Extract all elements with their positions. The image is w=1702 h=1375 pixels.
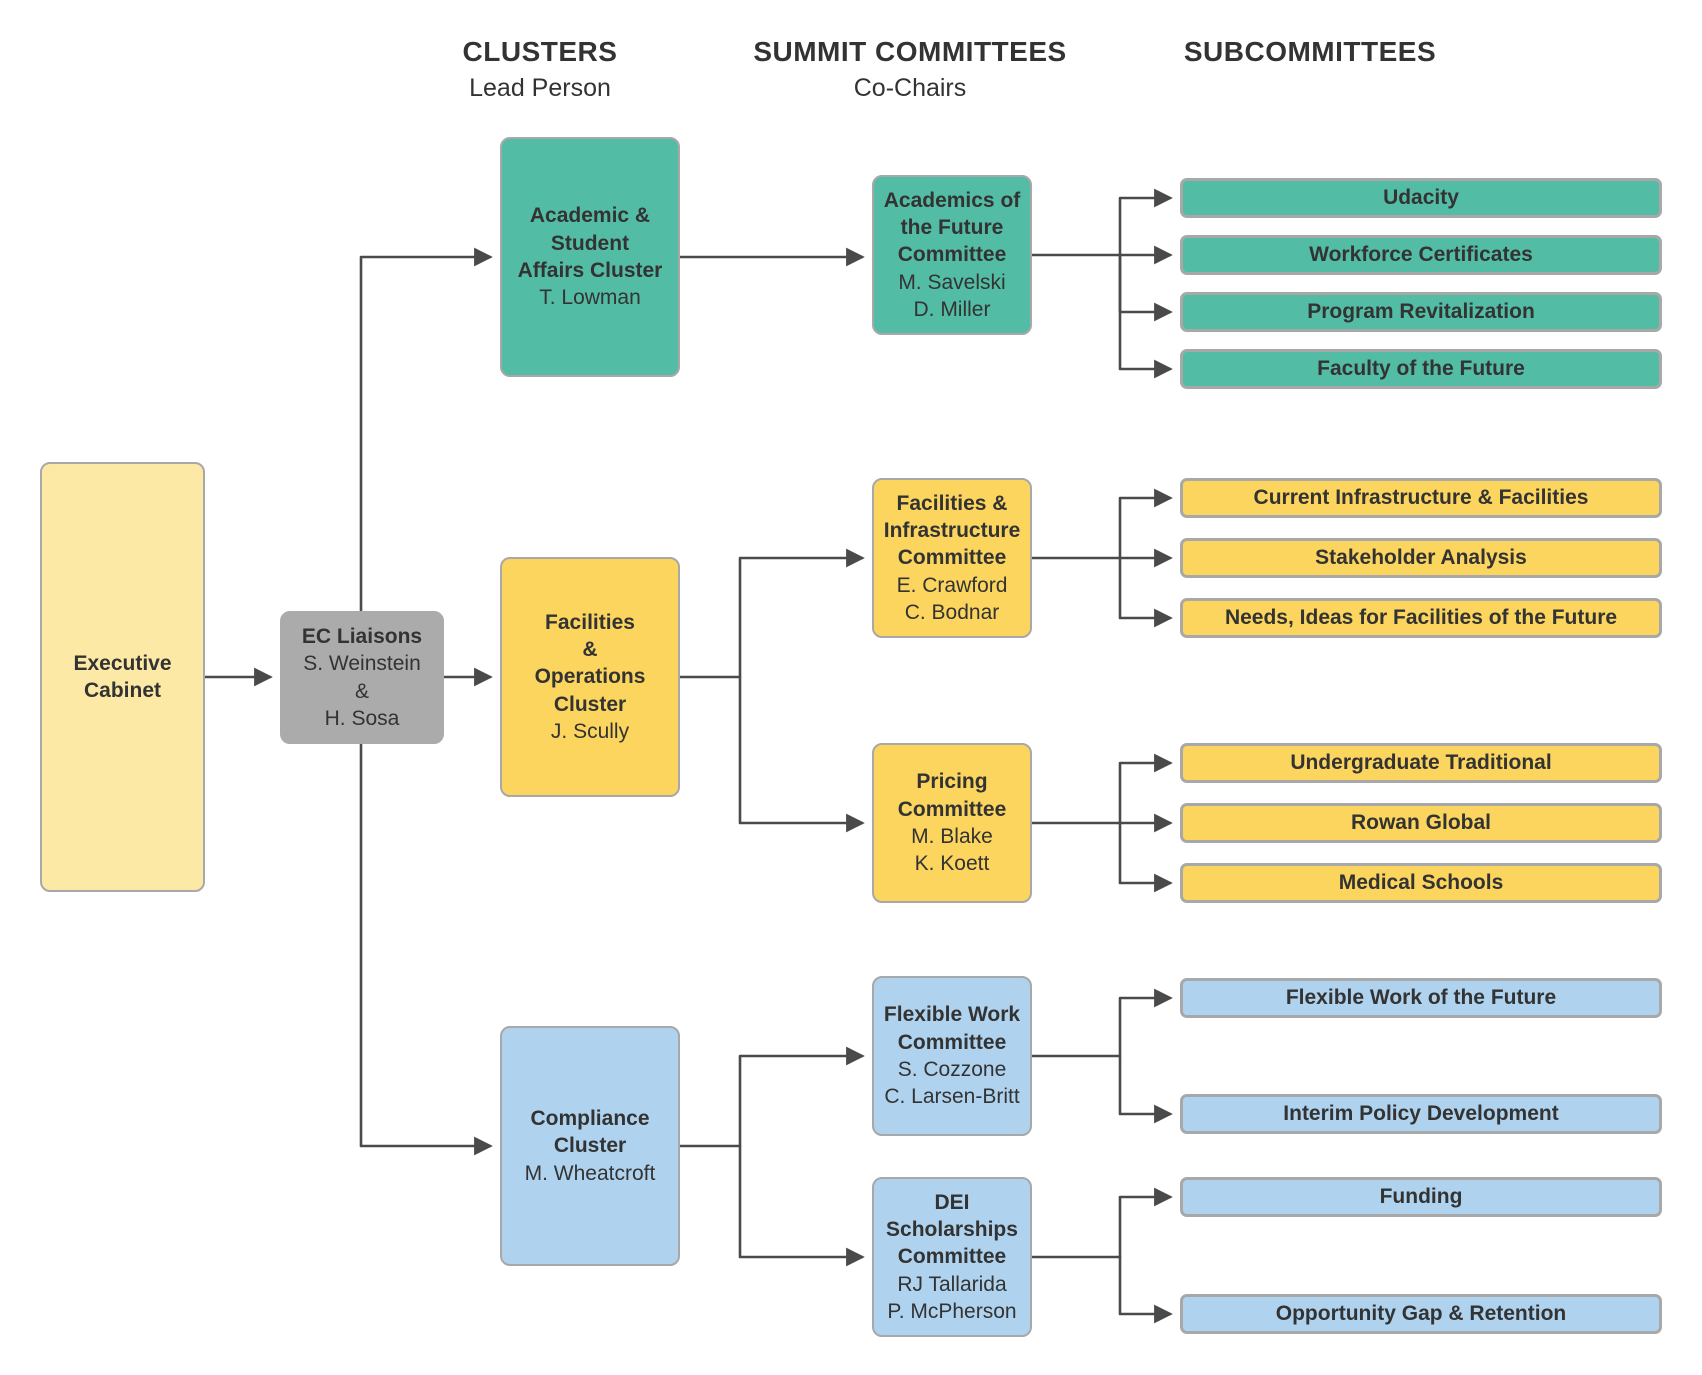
cluster-lead: J. Scully xyxy=(550,719,630,743)
subcommittee-undergraduate-traditional: Undergraduate Traditional xyxy=(1180,743,1662,783)
cluster-name: Academic & Student Affairs Cluster xyxy=(517,204,663,282)
executive-cabinet-box: Executive Cabinet xyxy=(40,462,205,892)
cluster-facilities-operations-box: Facilities & Operations Cluster J. Scull… xyxy=(500,557,680,797)
ec-liaisons-box: EC Liaisons S. Weinstein & H. Sosa xyxy=(280,611,444,744)
summit-committees-header-title: SUMMIT COMMITTEES xyxy=(753,36,1067,67)
clusters-header-subtitle: Lead Person xyxy=(469,74,611,102)
cluster-compliance-box: Compliance Cluster M. Wheatcroft xyxy=(500,1026,680,1266)
column-header-summit-committees: SUMMIT COMMITTEES Co-Chairs xyxy=(745,36,1075,103)
cluster-lead: T. Lowman xyxy=(539,286,641,310)
subcommittee-medical-schools: Medical Schools xyxy=(1180,863,1662,903)
subcommittee-faculty-of-the-future: Faculty of the Future xyxy=(1180,349,1662,389)
committee-co-chairs: M. Savelski D. Miller xyxy=(898,270,1006,321)
committee-dei-scholarships-box: DEI Scholarships Committee RJ Tallarida … xyxy=(872,1177,1032,1337)
cluster-academic-student-affairs-box: Academic & Student Affairs Cluster T. Lo… xyxy=(500,137,680,377)
committee-name: Flexible Work Committee xyxy=(883,1003,1021,1054)
committee-name: Academics of the Future Committee xyxy=(883,188,1021,267)
committee-name: Facilities & Infrastructure Committee xyxy=(883,491,1021,570)
cluster-lead: M. Wheatcroft xyxy=(524,1161,656,1185)
committee-name: Pricing Committee xyxy=(897,770,1007,821)
column-header-subcommittees: SUBCOMMITTEES xyxy=(1130,36,1490,68)
subcommittees-header-title: SUBCOMMITTEES xyxy=(1183,36,1437,67)
committee-co-chairs: S. Cozzone C. Larsen-Britt xyxy=(884,1058,1020,1109)
cluster-name: Compliance Cluster xyxy=(530,1107,650,1158)
subcommittee-opportunity-gap-retention: Opportunity Gap & Retention xyxy=(1180,1294,1662,1334)
subcommittee-needs-ideas-facilities-future: Needs, Ideas for Facilities of the Futur… xyxy=(1180,598,1662,638)
subcommittee-flexible-work-of-the-future: Flexible Work of the Future xyxy=(1180,978,1662,1018)
committee-facilities-infrastructure-box: Facilities & Infrastructure Committee E.… xyxy=(872,478,1032,638)
subcommittee-program-revitalization: Program Revitalization xyxy=(1180,292,1662,332)
committee-academics-of-the-future-box: Academics of the Future Committee M. Sav… xyxy=(872,175,1032,335)
ec-liaisons-title: EC Liaisons xyxy=(301,624,423,648)
subcommittee-rowan-global: Rowan Global xyxy=(1180,803,1662,843)
committee-flexible-work-box: Flexible Work Committee S. Cozzone C. La… xyxy=(872,976,1032,1136)
committee-co-chairs: M. Blake K. Koett xyxy=(911,825,993,876)
committee-co-chairs: E. Crawford C. Bodnar xyxy=(896,573,1008,624)
subcommittee-udacity: Udacity xyxy=(1180,178,1662,218)
committee-co-chairs: RJ Tallarida P. McPherson xyxy=(887,1272,1017,1323)
committee-name: DEI Scholarships Committee xyxy=(886,1190,1018,1269)
subcommittee-interim-policy-development: Interim Policy Development xyxy=(1180,1094,1662,1134)
column-header-clusters: CLUSTERS Lead Person xyxy=(385,36,695,103)
subcommittee-funding: Funding xyxy=(1180,1177,1662,1217)
committee-pricing-box: Pricing Committee M. Blake K. Koett xyxy=(872,743,1032,903)
clusters-header-title: CLUSTERS xyxy=(462,36,618,67)
executive-cabinet-label: Executive Cabinet xyxy=(73,651,172,702)
subcommittee-workforce-certificates: Workforce Certificates xyxy=(1180,235,1662,275)
ec-liaisons-members: S. Weinstein & H. Sosa xyxy=(303,652,421,730)
summit-committees-header-subtitle: Co-Chairs xyxy=(853,74,967,102)
subcommittee-current-infrastructure-facilities: Current Infrastructure & Facilities xyxy=(1180,478,1662,518)
cluster-name: Facilities & Operations Cluster xyxy=(534,610,646,716)
subcommittee-stakeholder-analysis: Stakeholder Analysis xyxy=(1180,538,1662,578)
